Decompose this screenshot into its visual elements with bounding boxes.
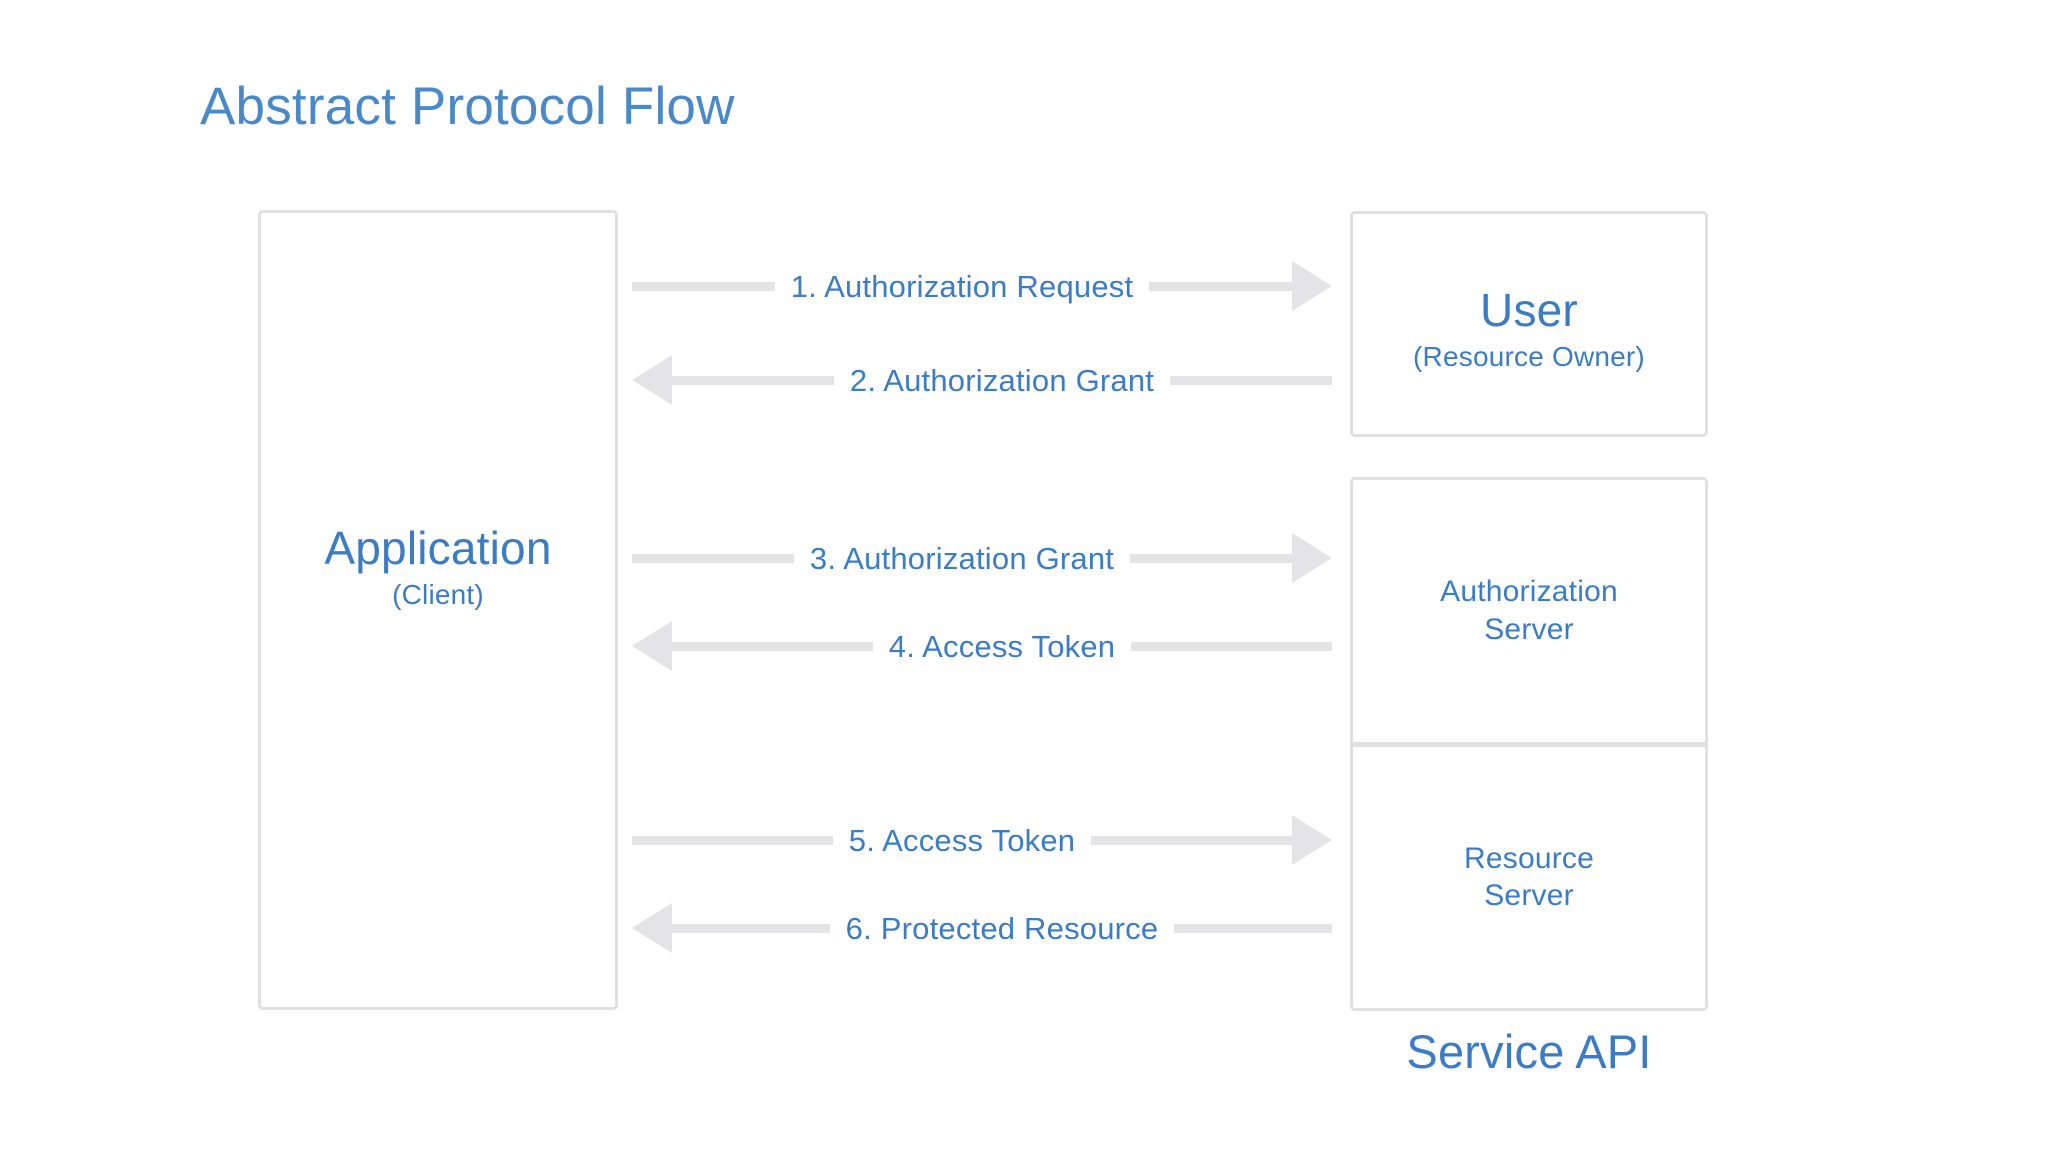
flow-label-4: 4. Access Token (888, 628, 1116, 664)
application-label: Application (Client) (258, 521, 618, 611)
flow-line-left-3 (632, 553, 794, 563)
arrow-right-icon-5 (1292, 815, 1333, 865)
flow-row-4: 4. Access Token (632, 618, 1333, 674)
flow-row-3: 3. Authorization Grant (632, 530, 1332, 586)
flow-line-left-1 (632, 281, 775, 291)
application-title: Application (324, 522, 552, 574)
application-box (258, 210, 618, 1010)
user-title: User (1480, 284, 1578, 336)
user-box (1350, 211, 1708, 437)
authorization-server-label: Authorization Server (1440, 573, 1618, 648)
page-title: Abstract Protocol Flow (200, 77, 735, 136)
resource-server-line2: Server (1484, 879, 1574, 913)
authorization-server-line1: Authorization (1440, 575, 1618, 609)
flow-label-6: 6. Protected Resource (845, 910, 1159, 946)
user-label: User (Resource Owner) (1350, 283, 1708, 373)
flow-label-1: 1. Authorization Request (790, 268, 1134, 304)
arrow-right-icon-3 (1292, 533, 1332, 583)
flow-line-right-4 (1131, 641, 1333, 651)
service-api-box: Authorization Server Resource Server (1350, 477, 1708, 1011)
flow-line-left-5 (632, 835, 833, 845)
flow-line-right-3 (1130, 553, 1292, 563)
flow-line-right-2 (1170, 375, 1332, 385)
flow-line-left-4 (672, 641, 873, 651)
flow-line-right-1 (1149, 281, 1293, 291)
flow-label-3: 3. Authorization Grant (809, 540, 1115, 576)
flow-line-right-5 (1091, 835, 1293, 845)
flow-row-2: 2. Authorization Grant (632, 352, 1332, 408)
arrow-right-icon-1 (1292, 261, 1333, 311)
flow-row-1: 1. Authorization Request (632, 258, 1333, 314)
flow-line-left-6 (672, 923, 830, 933)
application-subtitle: (Client) (392, 579, 484, 611)
flow-line-right-6 (1174, 923, 1332, 933)
arrow-left-icon-4 (632, 621, 672, 671)
flow-line-left-2 (672, 375, 834, 385)
flow-row-5: 5. Access Token (632, 812, 1333, 868)
authorization-server-line2: Server (1484, 612, 1574, 646)
resource-server-cell: Resource Server (1353, 747, 1705, 1009)
flow-label-5: 5. Access Token (848, 822, 1076, 858)
authorization-server-cell: Authorization Server (1353, 480, 1705, 747)
arrow-left-icon-6 (632, 903, 672, 953)
service-api-caption: Service API (1406, 1025, 1652, 1078)
user-subtitle: (Resource Owner) (1413, 341, 1645, 373)
flow-label-2: 2. Authorization Grant (849, 362, 1155, 398)
flow-row-6: 6. Protected Resource (632, 900, 1332, 956)
resource-server-label: Resource Server (1464, 840, 1594, 915)
resource-server-line1: Resource (1464, 841, 1594, 875)
arrow-left-icon-2 (632, 355, 672, 405)
